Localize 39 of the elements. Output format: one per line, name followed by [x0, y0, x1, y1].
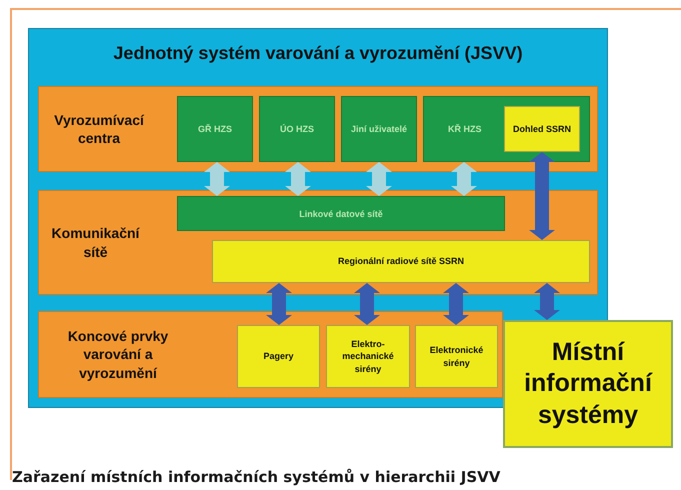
box-label: GŘ HZS — [196, 124, 233, 134]
layer-label: Komunikační sítě — [50, 224, 141, 261]
component-box — [177, 196, 505, 231]
double-arrow — [366, 162, 392, 196]
double-arrow — [266, 283, 292, 325]
double-arrow — [285, 162, 311, 196]
box-label: Regionální radiové sítě SSRN — [336, 255, 466, 268]
layer-label: Vyrozumívací centra — [53, 110, 146, 148]
box-label: Pagery — [262, 350, 295, 363]
highlighted-box — [503, 320, 673, 448]
layer-label: Koncové prvky varování a vyrozumění — [66, 327, 170, 382]
panel-heading: Jednotný systém varování a vyrozumění (JSVV) — [112, 43, 524, 64]
box-label: Dohled SSRN — [512, 122, 572, 136]
double-arrow — [451, 162, 477, 196]
component-box — [415, 325, 498, 388]
double-arrow — [354, 283, 380, 325]
box-label: Elektro-mechanické sirény — [341, 338, 395, 375]
layer-band — [38, 311, 503, 398]
box-label: KŘ HZS — [448, 124, 482, 134]
box-label: Linkové datové sítě — [298, 208, 384, 218]
component-box — [504, 106, 580, 152]
component-box — [259, 96, 335, 162]
caption: Zařazení místních informačních systémů v hierarchii JSVV — [12, 468, 500, 486]
double-arrow — [443, 283, 469, 325]
double-arrow — [529, 152, 555, 240]
box-label: Místní informační systémy — [523, 337, 654, 431]
box-label: Elektronické sirény — [428, 344, 484, 369]
double-arrow — [204, 162, 230, 196]
component-box — [341, 96, 417, 162]
component-box — [326, 325, 410, 388]
layer-band — [38, 86, 598, 172]
component-box — [237, 325, 320, 388]
component-box — [212, 240, 590, 283]
component-box — [177, 96, 253, 162]
component-box — [423, 96, 590, 162]
layer-band — [38, 190, 598, 295]
box-label: ÚO HZS — [278, 124, 315, 134]
box-label: Jiní uživatelé — [350, 124, 408, 134]
double-arrow — [534, 283, 560, 320]
